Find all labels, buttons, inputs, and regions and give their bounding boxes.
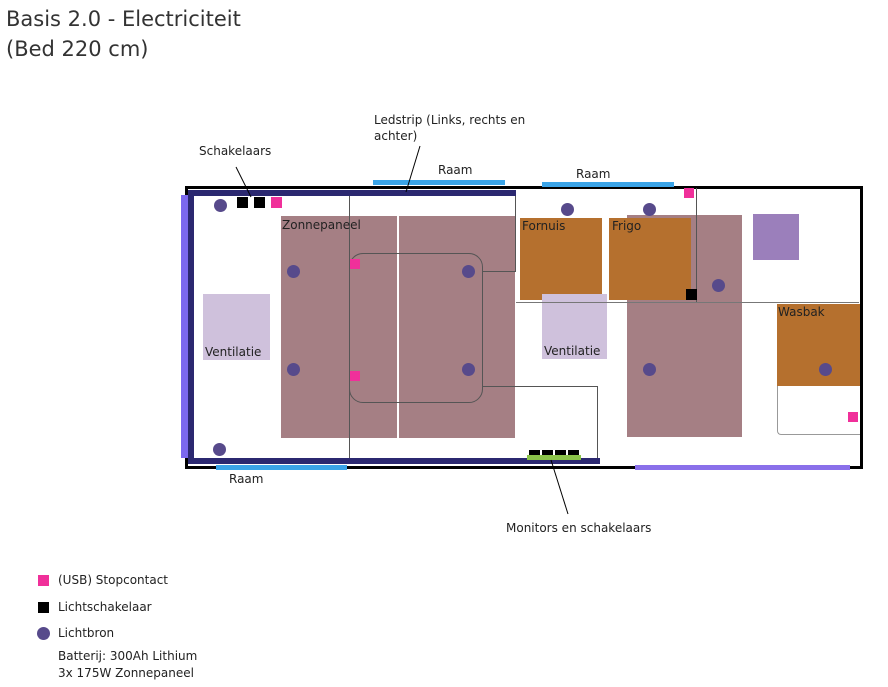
ventilation [542, 294, 607, 359]
ventilation [203, 294, 270, 360]
window-top-left [373, 180, 505, 185]
light-icon [819, 363, 832, 376]
light-icon [462, 363, 475, 376]
label-raam: Raam [229, 472, 264, 486]
light-icon [214, 199, 227, 212]
light-icon [287, 363, 300, 376]
ledstrip-top [188, 190, 516, 196]
page-title-line2: (Bed 220 cm) [6, 37, 149, 61]
label-fornuis: Fornuis [522, 219, 566, 233]
legend-label: (USB) Stopcontact [58, 573, 168, 587]
outlet-icon [848, 412, 858, 422]
light-icon [643, 203, 656, 216]
label-ventilatie: Ventilatie [544, 344, 601, 358]
light-switch-icon [254, 197, 265, 208]
ledstrip-bottom [188, 458, 600, 464]
legend-label: Lichtbron [58, 626, 115, 640]
label-zonnepaneel: Zonnepaneel [282, 218, 361, 232]
wire [482, 271, 515, 272]
light-icon [213, 443, 226, 456]
legend-label: Lichtschakelaar [58, 600, 152, 614]
label-frigo: Frigo [612, 219, 642, 233]
solar-note: 3x 175W Zonnepaneel [58, 666, 194, 680]
outlet-icon [684, 188, 694, 198]
window-bottom [216, 465, 347, 470]
outlet-icon [350, 371, 360, 381]
light-icon [287, 265, 300, 278]
page-title-line1: Basis 2.0 - Electriciteit [6, 7, 241, 31]
switch-icon [542, 450, 553, 455]
light-icon [462, 265, 475, 278]
outlet-icon [350, 259, 360, 269]
purple-strip-left [181, 195, 188, 458]
ledstrip-left [188, 195, 194, 459]
switch-icon [555, 450, 566, 455]
monitor-strip [527, 455, 581, 460]
switch-legend-icon [38, 602, 49, 613]
battery-note: Batterij: 300Ah Lithium [58, 649, 198, 663]
wire [482, 386, 597, 387]
wire [515, 195, 516, 272]
light-icon [712, 279, 725, 292]
wire [597, 386, 598, 458]
wire [696, 188, 697, 302]
light-legend-icon [37, 627, 50, 640]
purple-box [753, 214, 799, 260]
sink [777, 304, 860, 386]
switch-icon [529, 450, 540, 455]
label-raam: Raam [576, 167, 611, 181]
label-ledstrip: Ledstrip (Links, rechts en achter) [374, 113, 526, 143]
label-ventilatie: Ventilatie [205, 345, 262, 359]
fridge [609, 218, 691, 300]
label-monitors: Monitors en schakelaars [506, 521, 652, 535]
wire [349, 195, 350, 462]
wire [777, 386, 860, 435]
window-top-right [542, 182, 674, 187]
outlet-legend-icon [38, 575, 49, 586]
switch-icon [568, 450, 579, 455]
purple-strip-bottom [635, 465, 850, 470]
wire [516, 302, 859, 303]
stove [520, 218, 602, 300]
light-switch-icon [686, 289, 697, 300]
light-switch-icon [237, 197, 248, 208]
outlet-icon [271, 197, 282, 208]
light-icon [561, 203, 574, 216]
light-icon [643, 363, 656, 376]
label-wasbak: Wasbak [778, 305, 825, 319]
label-raam: Raam [438, 163, 473, 177]
label-schakelaars: Schakelaars [199, 144, 272, 158]
